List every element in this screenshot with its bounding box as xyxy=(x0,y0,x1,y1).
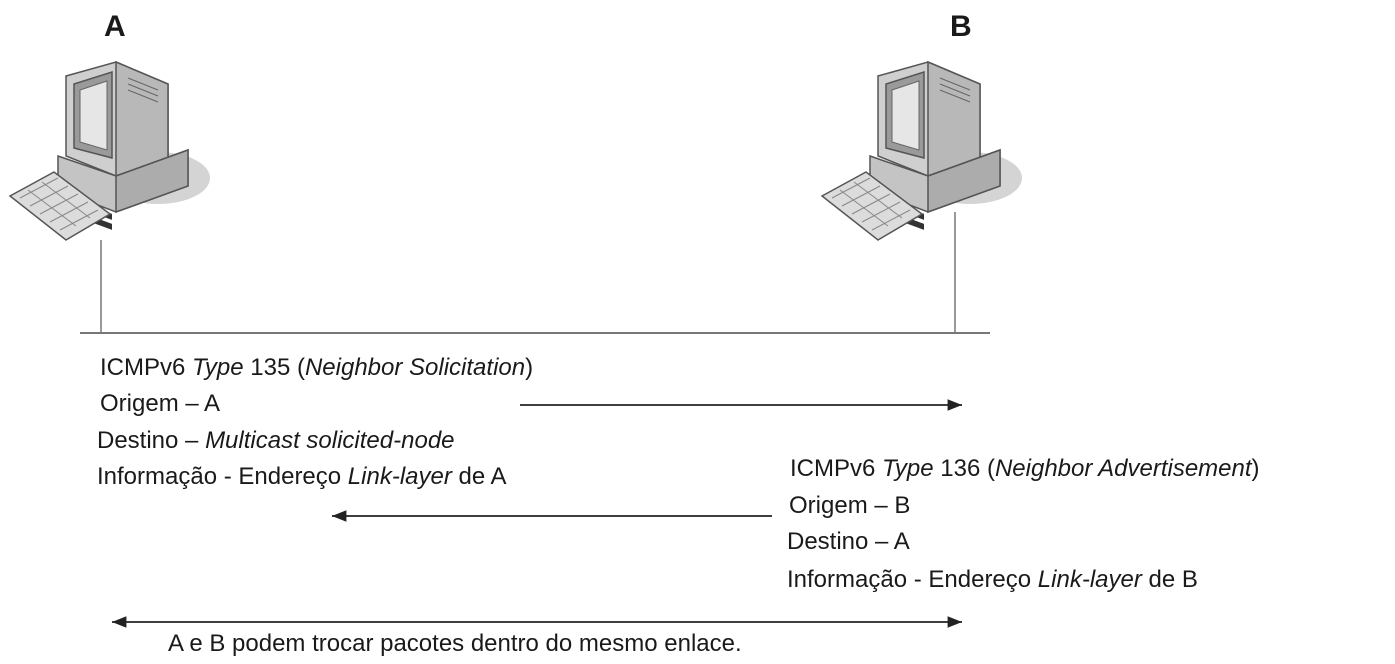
host-b-label: B xyxy=(950,10,972,43)
solicitation-title: ICMPv6 Type 135 (Neighbor Solicitation) xyxy=(100,354,534,381)
solicitation-info: Informação - Endereço Link-layer de A xyxy=(97,463,507,490)
host-a-label: A xyxy=(104,10,126,43)
advertisement-title: ICMPv6 Type 136 (Neighbor Advertisement) xyxy=(790,455,1260,482)
advertisement-origin: Origem – B xyxy=(789,492,911,519)
desktop-computer-icon xyxy=(820,60,1022,241)
advertisement-destination: Destino – A xyxy=(787,528,910,555)
solicitation-destination: Destino – Multicast solicited-node xyxy=(97,427,455,454)
solicitation-origin: Origem – A xyxy=(100,390,221,417)
advertisement-info: Informação - Endereço Link-layer de B xyxy=(787,566,1198,593)
desktop-computer-icon xyxy=(8,60,210,241)
footer-caption: A e B podem trocar pacotes dentro do mes… xyxy=(168,630,742,657)
